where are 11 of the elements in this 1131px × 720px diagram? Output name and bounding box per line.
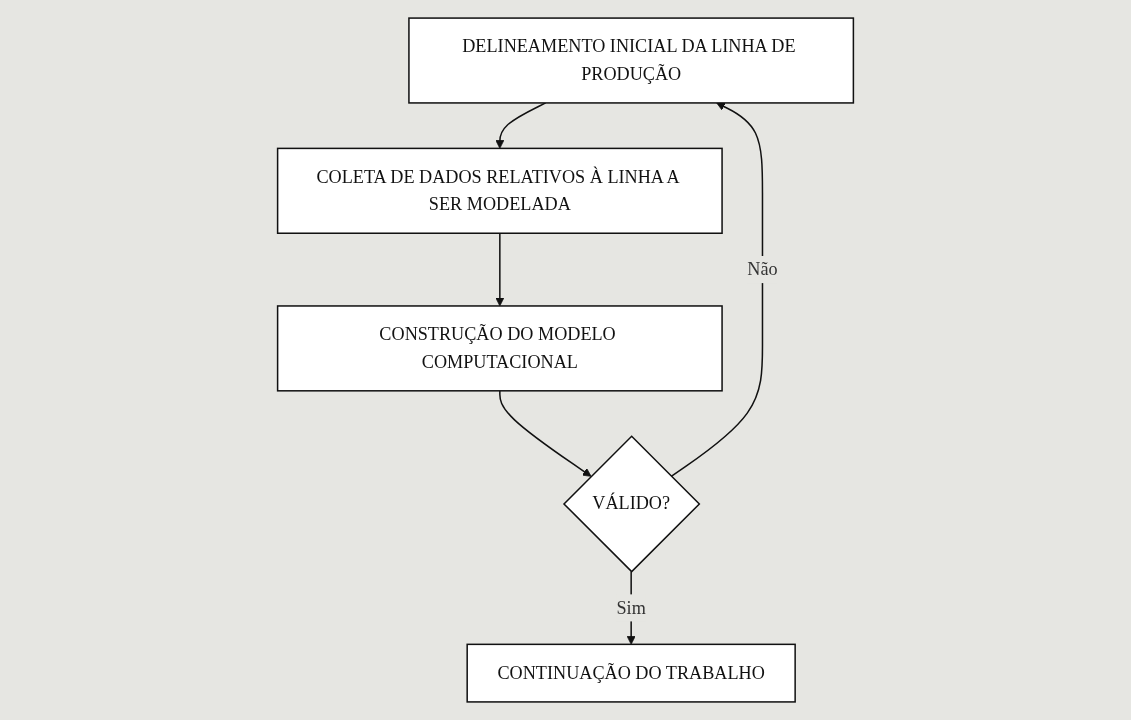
node-box: COLETA DE DADOS RELATIVOS À LINHA A SER MODELADA: [276, 147, 723, 234]
arrow: [499, 390, 592, 477]
arrow: [495, 232, 505, 307]
node-box: CONSTRUÇÃO DO MODELO COMPUTACIONAL: [276, 305, 723, 392]
edge-label: Sim: [616, 597, 646, 618]
arrow: [495, 102, 547, 149]
node-diamond: VÁLIDO?: [562, 435, 701, 573]
arrow: [670, 102, 764, 478]
node-box: DELINEAMENTO INICIAL DA LINHA DE PRODUÇÃO: [408, 17, 855, 104]
node-box: CONTINUAÇÃO DO TRABALHO: [466, 643, 796, 703]
edge-label: Não: [747, 259, 778, 280]
